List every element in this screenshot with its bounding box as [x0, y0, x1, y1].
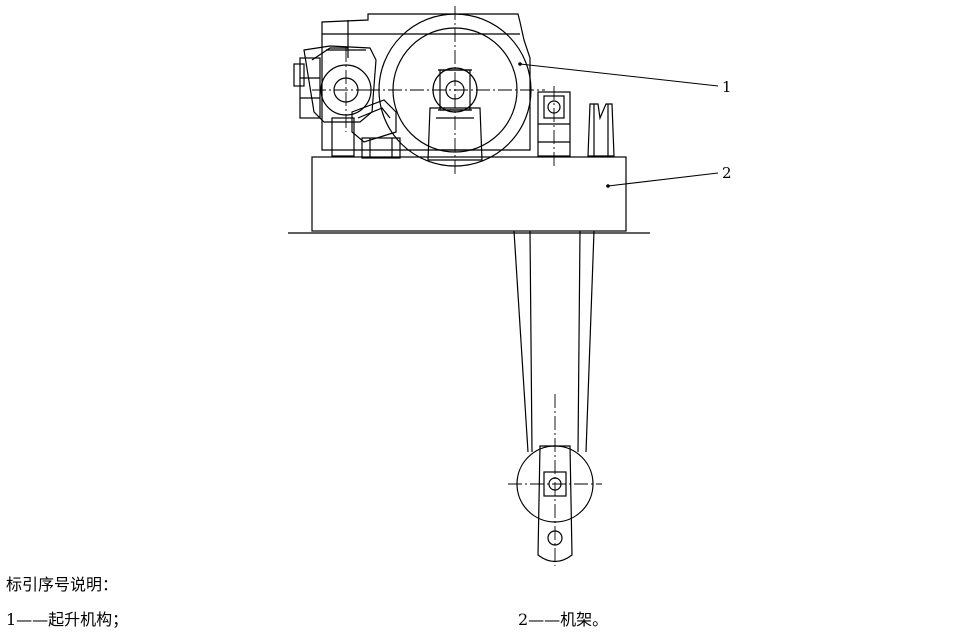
legend-title: 标引序号说明：	[6, 575, 119, 594]
hook-plate	[537, 445, 573, 563]
legend-item-hoisting-mechanism: 1——起升机构；	[6, 610, 129, 629]
wire-ropes	[513, 230, 595, 453]
coupling	[361, 137, 401, 159]
center-lines	[312, 6, 602, 566]
leader-lines	[519, 63, 719, 187]
leader-2	[607, 172, 719, 187]
leader-1	[519, 63, 719, 87]
rope-guide	[587, 103, 615, 157]
frame-beam	[311, 156, 627, 232]
frame	[288, 156, 650, 234]
callout-2: 2	[722, 164, 732, 182]
hoist-drawing: 1 2	[288, 6, 732, 566]
legend-item-frame: 2——机架。	[518, 610, 609, 629]
brake-body	[299, 57, 321, 119]
callout-1: 1	[722, 78, 732, 96]
